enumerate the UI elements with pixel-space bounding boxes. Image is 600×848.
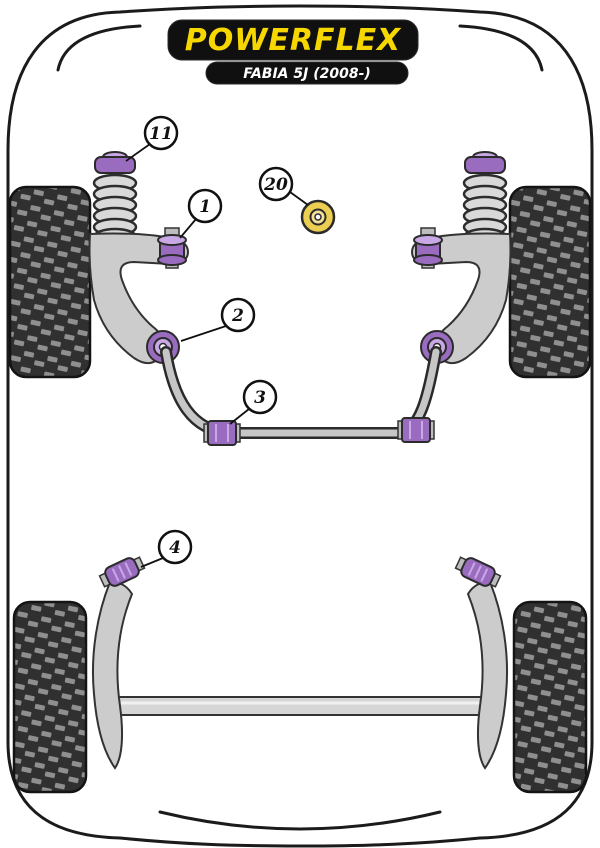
svg-text:FABIA 5J (2008-): FABIA 5J (2008-) xyxy=(243,66,371,82)
body-seam-top-right xyxy=(458,24,544,72)
svg-text:3: 3 xyxy=(254,388,266,408)
callout-2[interactable]: 2 xyxy=(220,297,256,333)
anti-roll-bar-bush-left xyxy=(203,420,241,446)
front-right-wheel xyxy=(508,185,592,379)
callout-3[interactable]: 3 xyxy=(242,379,278,415)
callout-20[interactable]: 20 xyxy=(258,166,294,202)
car-body-outline xyxy=(6,4,594,848)
rear-axle-beam xyxy=(95,696,505,716)
rear-trailing-arm xyxy=(91,580,134,770)
svg-text:POWERFLEX: POWERFLEX xyxy=(185,23,402,58)
body-seam-bottom xyxy=(158,810,442,831)
callout-4-leader xyxy=(140,557,164,568)
callout-1-leader xyxy=(179,218,197,239)
powerflex-logo: POWERFLEX xyxy=(167,19,419,61)
front-spring-top-mount xyxy=(94,151,136,174)
rear-trailing-arm-bush xyxy=(98,556,146,588)
svg-text:1: 1 xyxy=(199,197,211,217)
engine-mount-washer xyxy=(300,199,336,235)
callout-11[interactable]: 11 xyxy=(143,115,179,151)
callout-1[interactable]: 1 xyxy=(187,188,223,224)
svg-text:11: 11 xyxy=(149,124,173,144)
anti-roll-bar-bush-right xyxy=(397,417,435,443)
callout-2-leader xyxy=(180,325,227,342)
svg-text:4: 4 xyxy=(169,538,181,558)
callout-20-leader xyxy=(289,191,309,206)
front-left-wheel xyxy=(8,185,92,379)
callout-3-leader xyxy=(229,408,250,425)
model-badge: FABIA 5J (2008-) xyxy=(205,61,409,85)
front-arm-front-bush xyxy=(157,227,187,269)
body-seam-top-left xyxy=(56,24,142,72)
svg-text:2: 2 xyxy=(231,306,244,326)
rear-right-wheel xyxy=(512,600,588,794)
rear-left-wheel xyxy=(12,600,88,794)
svg-text:20: 20 xyxy=(263,175,288,195)
callout-4[interactable]: 4 xyxy=(157,529,193,565)
callout-11-leader xyxy=(125,143,151,162)
